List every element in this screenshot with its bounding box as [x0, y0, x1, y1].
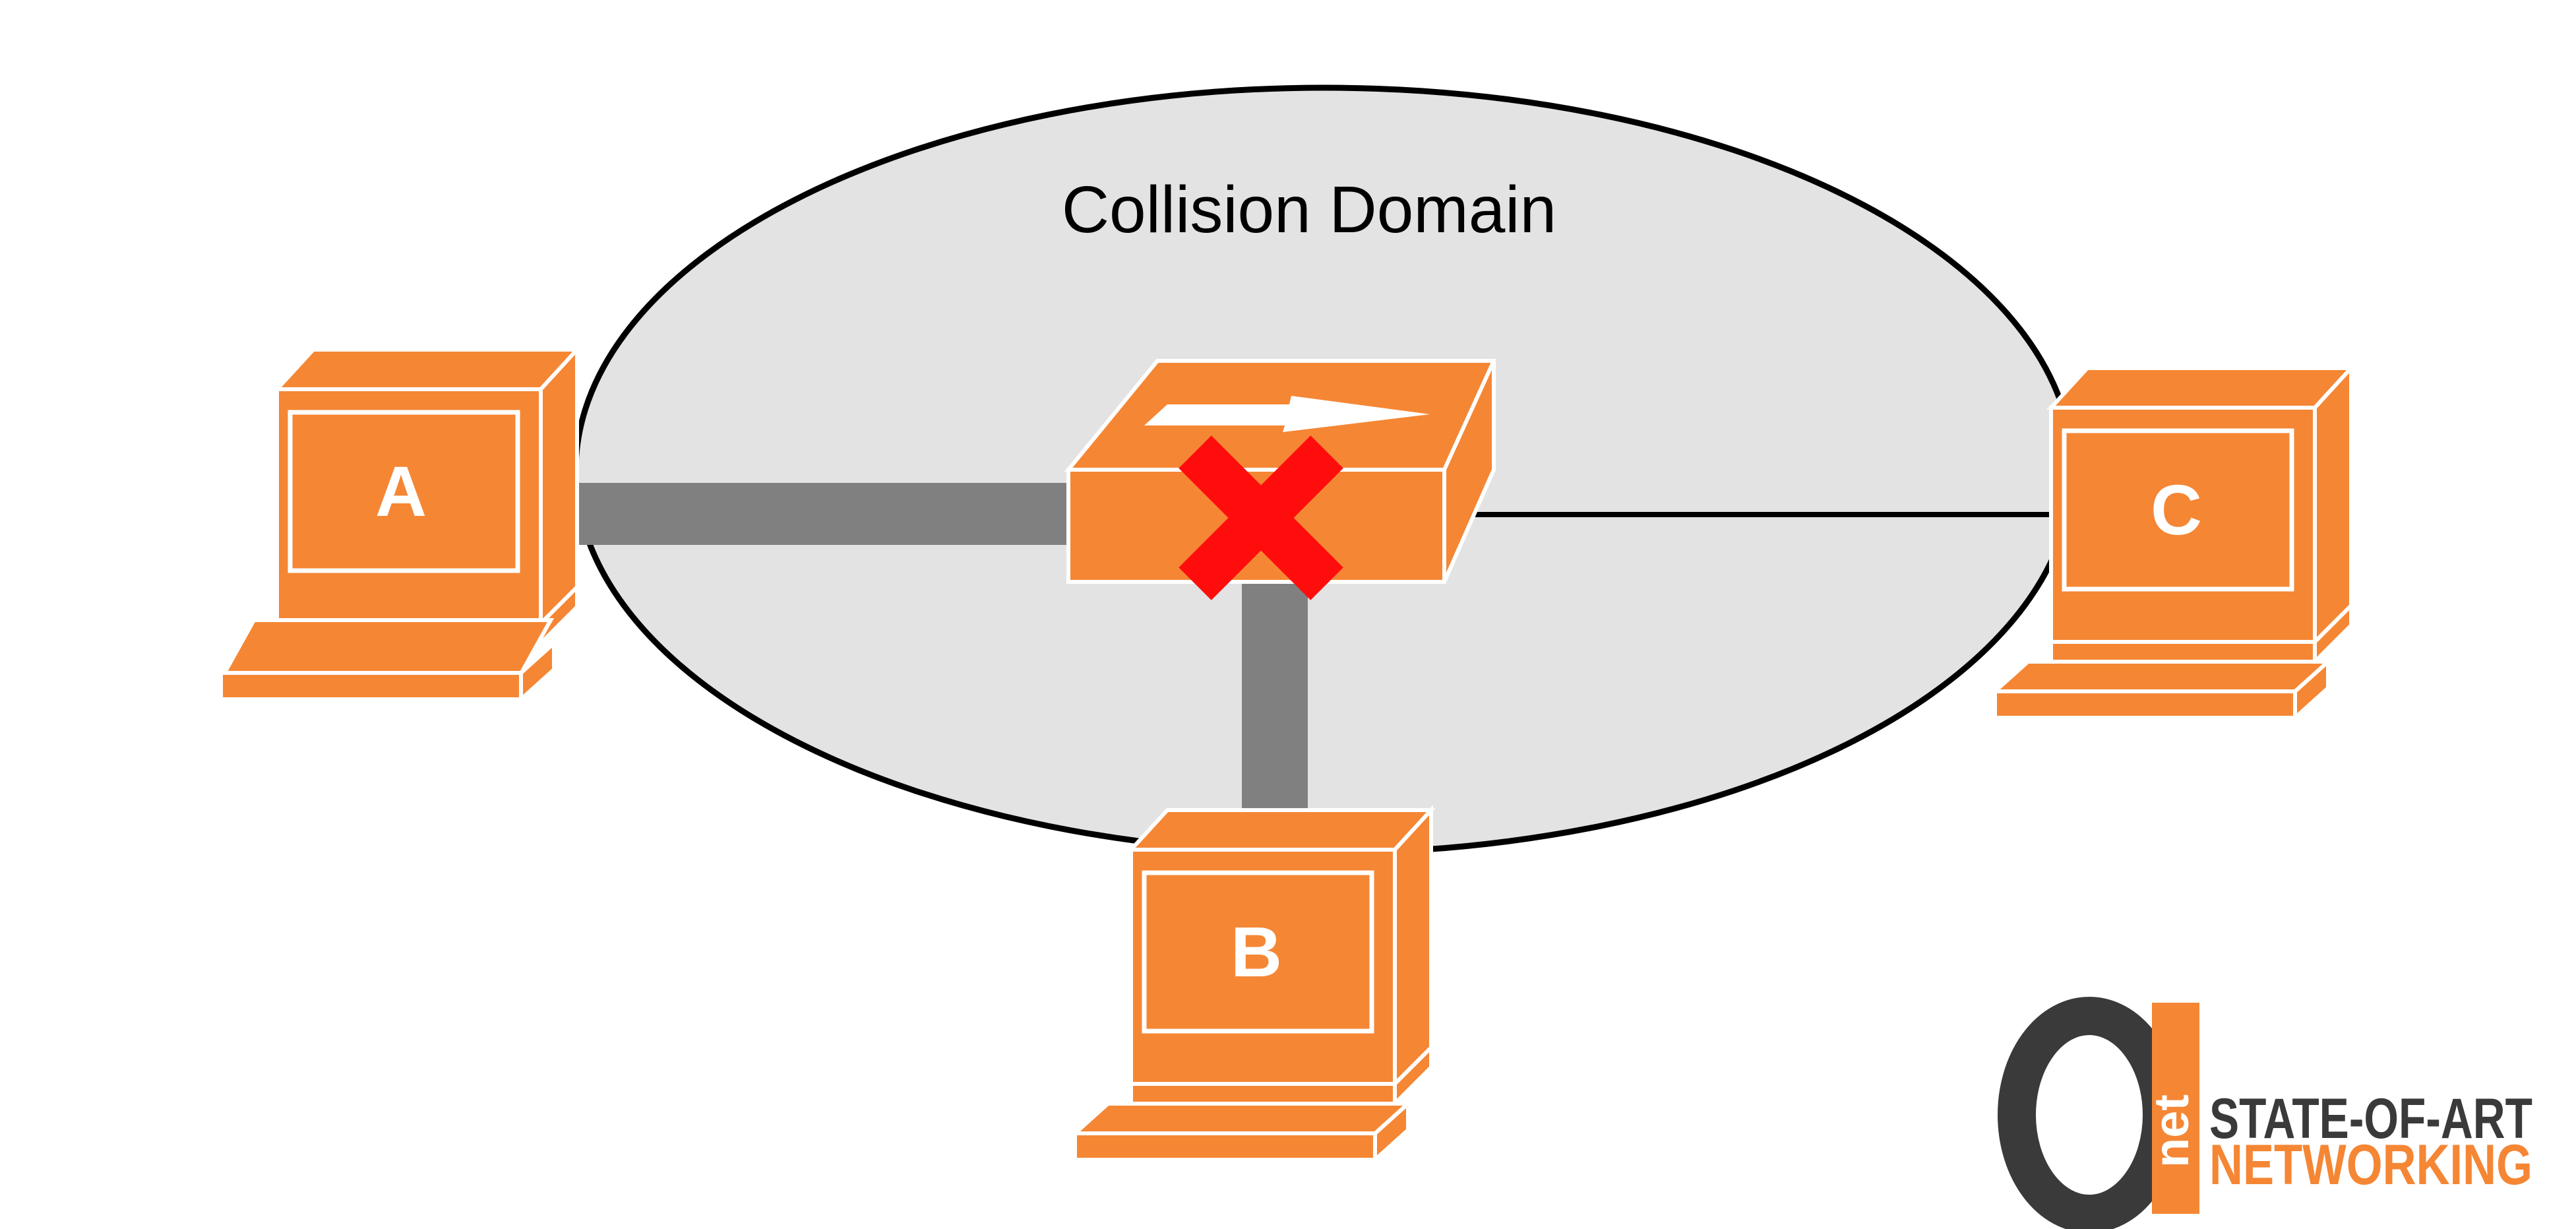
logo-net-text: net: [2144, 1094, 2199, 1168]
computer-b-label: B: [1231, 912, 1282, 992]
computer-icon: [1990, 363, 2356, 722]
logo-net-bar: [2152, 1003, 2199, 1214]
logo-a-mark: [1998, 997, 2181, 1229]
computer-c-label: C: [2151, 470, 2202, 550]
collision-x-icon: [1179, 435, 1343, 600]
link-b-to-hub: [1242, 541, 1308, 818]
computer-a: A: [217, 344, 582, 704]
computer-b: B: [1070, 805, 1436, 1164]
logo-line2: NETWORKING: [2209, 1133, 2532, 1197]
hub-icon: [1064, 359, 1496, 584]
hub-arrow-icon: [1144, 396, 1430, 432]
collision-domain-label: Collision Domain: [1062, 173, 1556, 247]
computer-c: C: [1990, 363, 2356, 722]
logo-line1: STATE-OF-ART: [2209, 1087, 2532, 1150]
computer-a-label: A: [375, 451, 427, 531]
logo: net STATE-OF-ART NETWORKING: [1998, 997, 2532, 1229]
computer-icon: [1070, 805, 1436, 1164]
computer-icon: [217, 344, 582, 704]
